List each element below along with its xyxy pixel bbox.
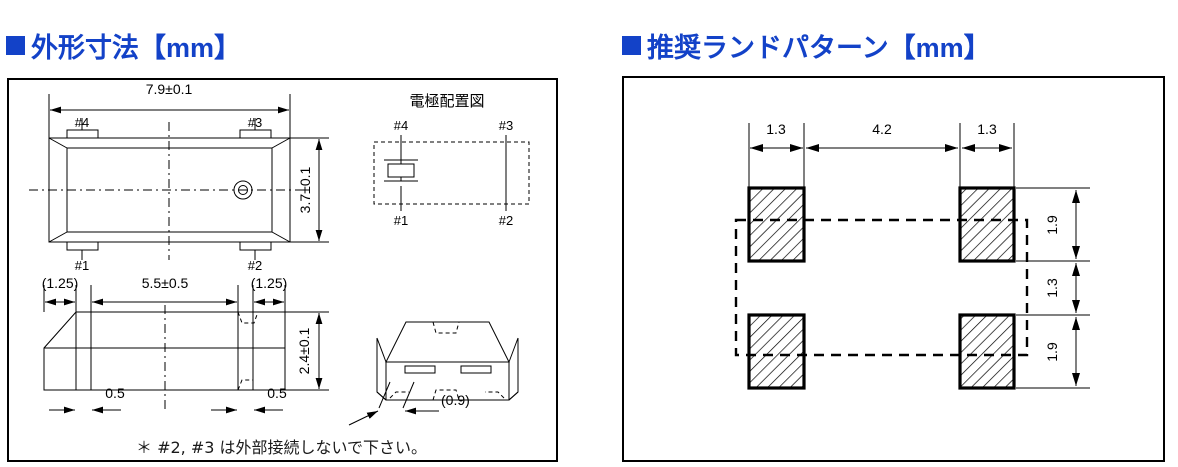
land-vertical-extension-lines (1016, 187, 1090, 389)
land-pad-top-left (747, 186, 806, 263)
dim-label-right-tab-offset: (1.25) (251, 275, 288, 291)
dim-label-overall-length: 7.9±0.1 (146, 81, 193, 97)
dim-label-pad-height-bottom: 1.9 (1044, 342, 1060, 362)
dim-package-height: 2.4±0.1 (285, 311, 329, 391)
component-outline (734, 218, 1029, 357)
dim-lead-thickness: (0.9) (348, 381, 470, 426)
electrode-placement-diagram: 電極配置図 #4 #3 #1 #2 (373, 92, 530, 228)
pin-label-3: #3 (248, 115, 262, 130)
pin-label-1: #1 (75, 258, 89, 273)
dim-label-overall-width: 3.7±0.1 (297, 166, 313, 213)
land-pattern-panel: 1.3 4.2 1.3 (622, 76, 1165, 462)
dim-label-right-pad-width: 0.5 (267, 385, 287, 401)
section-title-outline-dimensions: 外形寸法【mm】 (6, 26, 241, 65)
outline-dimensions-panel: 7.9±0.1 (7, 78, 558, 462)
dim-label-lead-thickness: (0.9) (441, 392, 470, 408)
electrode-tab-3 (239, 129, 272, 139)
dim-pad-height-bottom: 1.9 (1044, 317, 1080, 386)
dim-pad-gap: 4.2 (806, 121, 958, 152)
electrode-pin-label-1: #1 (394, 213, 408, 228)
electrode-tab-1 (66, 241, 99, 251)
outline-dimensions-drawing: 7.9±0.1 (29, 81, 530, 426)
electrode-diagram-title: 電極配置図 (409, 92, 484, 110)
electrode-pin-label-4: #4 (394, 118, 408, 133)
index-marker-icon (233, 180, 253, 200)
dim-label-left-tab-offset: (1.25) (42, 275, 79, 291)
land-pad-bottom-right (958, 313, 1016, 390)
pin-label-4: #4 (75, 115, 89, 130)
dim-label-package-height: 2.4±0.1 (296, 327, 312, 374)
electrode-pin-label-2: #2 (499, 213, 513, 228)
dim-pad-width-left: 1.3 (750, 121, 803, 152)
dim-label-body-length: 5.5±0.5 (142, 275, 189, 291)
section-title-right-label: 推奨ランドパターン【mm】 (647, 33, 991, 63)
dim-label-pad-height-top: 1.9 (1044, 215, 1060, 235)
dim-right-tab-offset: (1.25) (251, 275, 288, 306)
dim-label-pad-vertical-gap: 1.3 (1044, 278, 1060, 298)
dim-pad-vertical-gap: 1.3 (1044, 263, 1080, 313)
dim-overall-width: 3.7±0.1 (290, 137, 329, 243)
dim-pad-height-top: 1.9 (1044, 190, 1080, 259)
dim-label-left-pad-width: 0.5 (105, 385, 125, 401)
dim-label-pad-width-left: 1.3 (766, 121, 786, 137)
section-title-left-label: 外形寸法【mm】 (31, 33, 242, 63)
electrode-diagram-outline (373, 141, 530, 205)
package-end-view (376, 321, 519, 401)
pin-label-2: #2 (248, 258, 262, 273)
land-pattern-drawing: 1.3 4.2 1.3 (734, 121, 1090, 390)
dim-label-pad-gap: 4.2 (872, 121, 892, 137)
land-horizontal-extension-lines (748, 123, 1015, 188)
section-title-land-pattern: 推奨ランドパターン【mm】 (622, 26, 991, 65)
dim-left-pad-width: 0.5 (49, 385, 125, 414)
footnote-note: ＊ #2, #3 は外部接続しないで下さい。 (136, 438, 428, 457)
crystal-symbol-icon (384, 159, 418, 182)
dim-label-pad-width-right: 1.3 (977, 121, 997, 137)
bullet-square-icon (622, 36, 641, 55)
bullet-square-icon (6, 36, 25, 55)
dim-body-length: 5.5±0.5 (92, 275, 237, 306)
land-pad-top-right (958, 186, 1016, 263)
electrode-tab-2 (239, 241, 272, 251)
dim-overall-length: 7.9±0.1 (48, 81, 291, 138)
dim-left-tab-offset: (1.25) (42, 275, 79, 306)
dim-pad-width-right: 1.3 (962, 121, 1012, 152)
land-pad-bottom-left (747, 313, 806, 390)
electrode-tab-4 (66, 129, 99, 139)
dim-right-pad-width: 0.5 (211, 385, 287, 414)
electrode-pin-label-3: #3 (499, 118, 513, 133)
